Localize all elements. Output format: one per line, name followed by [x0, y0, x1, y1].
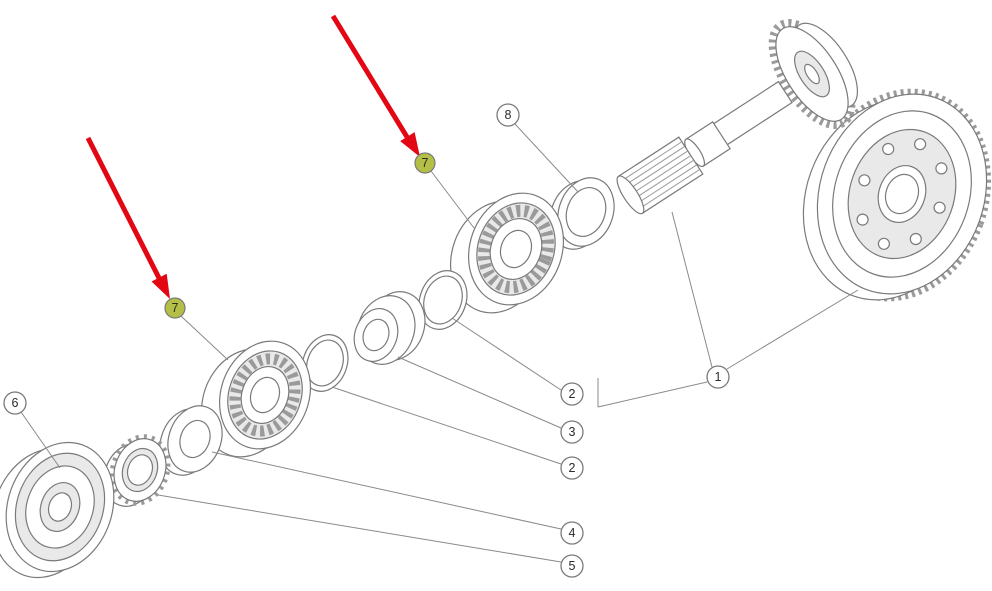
callout-3[interactable]: 3 [560, 420, 584, 444]
crown-gear [802, 88, 992, 302]
spacer-sleeve [353, 291, 426, 365]
callout-5-label: 5 [569, 559, 576, 573]
bearing-rollers [229, 353, 301, 437]
bearing-rollers [477, 204, 555, 294]
snap-ring-lower [301, 334, 349, 392]
callout-4-circle[interactable] [560, 521, 584, 545]
leader-lines [20, 123, 859, 563]
bolt-hole [935, 162, 948, 175]
callout-2a-circle[interactable] [560, 382, 584, 406]
shim-ring [549, 177, 615, 250]
leader-5 [157, 494, 562, 563]
spline-groove [627, 150, 689, 191]
callout-6-circle[interactable] [3, 391, 27, 415]
flange-bore [47, 492, 73, 522]
bearing-bore [249, 376, 281, 414]
callout-2a-label: 2 [569, 387, 576, 401]
red-arrow-upper-head [400, 132, 420, 157]
highlighted-callouts: 7 7 [164, 152, 436, 319]
leader-4 [211, 451, 562, 530]
pinion-shaft-with-bevel-gear [616, 19, 859, 215]
callout-2-upper[interactable]: 2 [560, 382, 584, 406]
spline-groove [624, 145, 686, 186]
nut-castellations [109, 434, 171, 506]
callout-4[interactable]: 4 [560, 521, 584, 545]
leader-8 [514, 123, 579, 193]
red-arrow-upper-shaft [330, 14, 410, 139]
snap-ring-inner [306, 339, 344, 387]
bevel-gear-center [804, 63, 820, 85]
callouts: 6 8 1 2 3 2 4 5 [3, 103, 730, 578]
sleeve-bore [362, 318, 390, 352]
leader-1-bracket-diagonal [597, 381, 708, 408]
callout-1[interactable]: 1 [706, 365, 730, 389]
leader-2a [451, 317, 562, 391]
leader-7a [430, 170, 475, 229]
flange-disc [0, 441, 115, 579]
spline-groove [639, 168, 701, 210]
callout-7b-circle[interactable] [164, 297, 186, 319]
highlight-arrows [85, 14, 420, 299]
spline-section [616, 136, 704, 215]
callout-8[interactable]: 8 [496, 103, 520, 127]
spline-groove [621, 141, 683, 182]
leader-3 [397, 356, 562, 429]
spline-end-cap [616, 175, 645, 215]
lock-nut [103, 434, 171, 507]
leader-1-shaft [671, 211, 713, 368]
leader-1-gear [726, 289, 859, 370]
spline-groove [636, 164, 698, 205]
callout-6[interactable]: 6 [3, 391, 27, 415]
shim-bore [565, 187, 607, 237]
roller-bearing-upper [449, 192, 565, 314]
callout-8-circle[interactable] [496, 103, 520, 127]
callout-4-label: 4 [569, 526, 576, 540]
callout-5-circle[interactable] [560, 554, 584, 578]
callout-5[interactable]: 5 [560, 554, 584, 578]
bolt-hole [877, 237, 891, 250]
bolt-hole [913, 138, 927, 151]
red-arrow-lower-shaft [85, 136, 162, 280]
spline-groove [630, 155, 692, 196]
callout-7a-label: 7 [422, 156, 429, 170]
callout-3-circle[interactable] [560, 420, 584, 444]
callout-6-label: 6 [12, 396, 19, 410]
bolt-hole [933, 201, 946, 214]
bolt-hole [858, 174, 871, 187]
callout-7-upper[interactable]: 7 [414, 152, 436, 174]
callout-7a-circle[interactable] [414, 152, 436, 174]
callout-2b-label: 2 [569, 461, 576, 475]
roller-bearing-lower [200, 340, 312, 458]
snap-ring-upper [418, 270, 468, 330]
callout-7b-label: 7 [172, 301, 179, 315]
bearing-bore [499, 229, 533, 269]
snap-ring-inner [423, 275, 463, 325]
callout-3-label: 3 [569, 425, 576, 439]
nut-bore [126, 454, 154, 486]
callout-1-label: 1 [715, 370, 722, 384]
red-arrow-lower-head [151, 273, 170, 299]
callout-2b-circle[interactable] [560, 456, 584, 480]
washer [159, 405, 223, 476]
callout-1-circle[interactable] [706, 365, 730, 389]
washer-bore [179, 419, 211, 459]
spline-groove [633, 159, 695, 200]
bolt-hole [882, 142, 895, 156]
crown-gear-bore-inner [884, 173, 920, 215]
bolt-hole [909, 232, 922, 246]
callout-7-lower[interactable]: 7 [164, 297, 186, 319]
bevel-gear-head [768, 19, 859, 129]
bolt-hole [856, 213, 869, 226]
leader-7b [180, 315, 229, 361]
shaft-collar [684, 121, 731, 168]
leader-6 [20, 411, 61, 469]
callout-2-lower[interactable]: 2 [560, 456, 584, 480]
callout-8-label: 8 [505, 108, 512, 122]
leader-2b [331, 386, 562, 465]
